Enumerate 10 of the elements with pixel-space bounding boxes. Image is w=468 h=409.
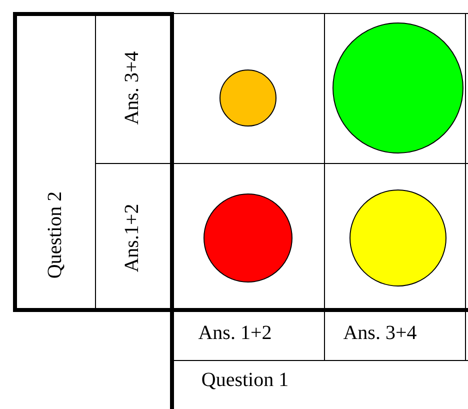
colored-circle <box>203 193 293 283</box>
colored-circle <box>332 22 464 154</box>
table-header: Ans. 1+2 <box>198 323 272 343</box>
table-header: Ans.1+2 <box>122 204 142 272</box>
colored-circle <box>349 189 447 287</box>
table-header: Ans. 3+4 <box>122 51 142 125</box>
table-header: Question 1 <box>201 370 289 390</box>
table-header: Question 2 <box>45 191 65 279</box>
colored-circle <box>219 69 277 127</box>
table-header: Ans. 3+4 <box>343 323 417 343</box>
